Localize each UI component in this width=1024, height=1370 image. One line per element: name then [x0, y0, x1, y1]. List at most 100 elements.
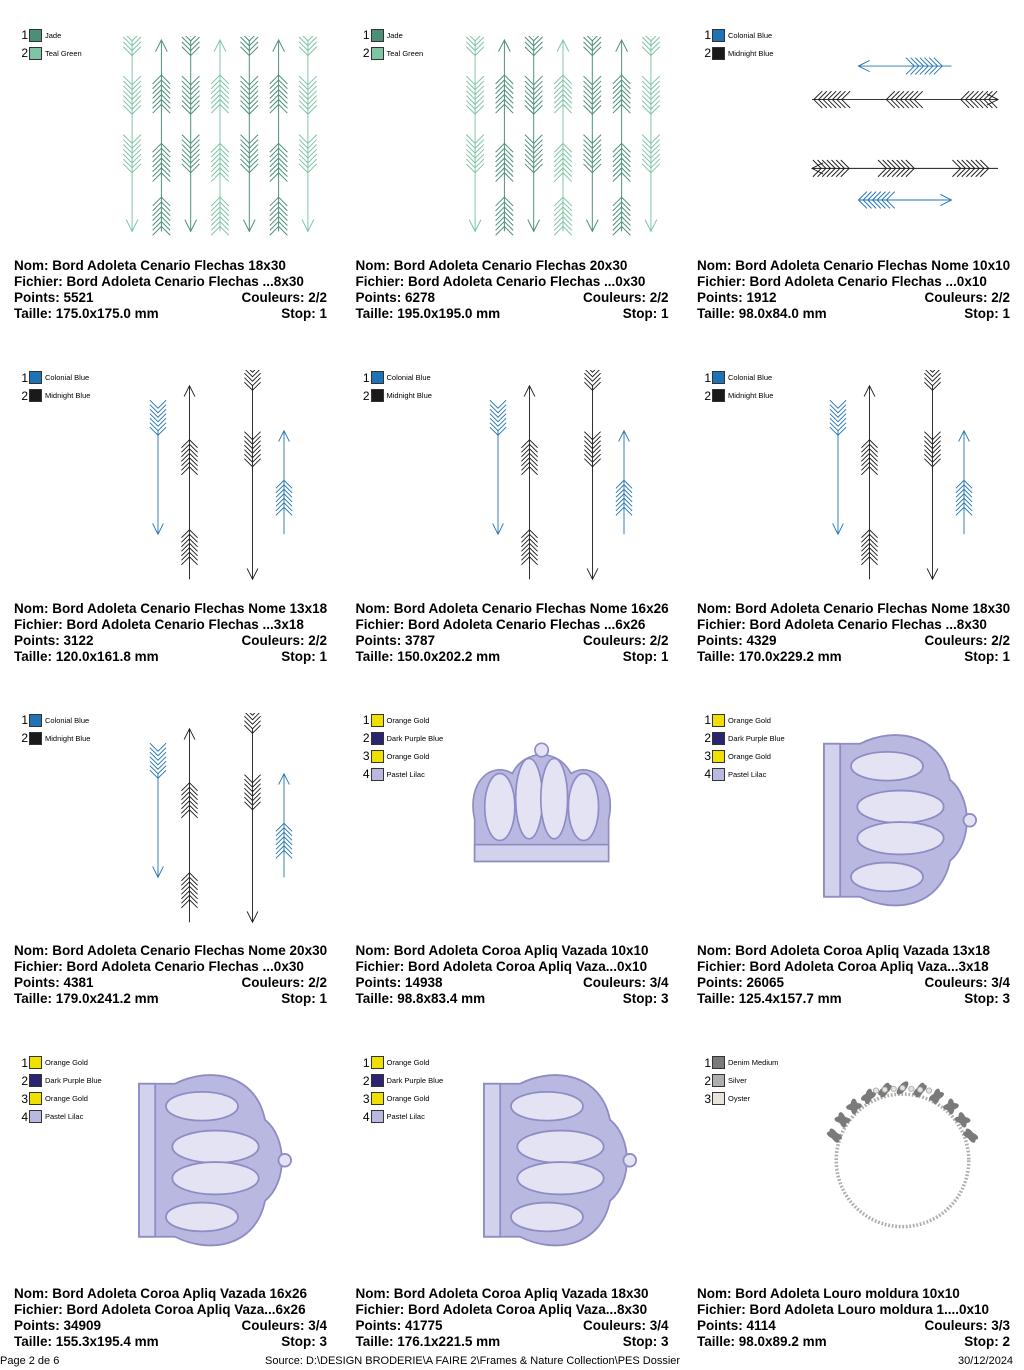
thread-index: 3	[362, 749, 370, 763]
print-date: 30/12/2024	[958, 1355, 1014, 1367]
thread-color-name: Dark Purple Blue	[386, 733, 444, 743]
thread-color-name: Colonial Blue	[45, 715, 90, 725]
thread-index: 2	[21, 1073, 28, 1088]
thread-color-name: Orange Gold	[45, 1058, 88, 1067]
thread-color-name: Dark Purple Blue	[45, 1076, 102, 1085]
stop-value: 1	[660, 648, 669, 664]
taille-value: 98.8x83.4 mm	[397, 991, 486, 1006]
fichier-value: Bord Adoleta Louro moldura 1....0x10	[749, 1301, 990, 1317]
fichier-label: Fichier:	[697, 959, 750, 974]
thread-color-name: Midnight Blue	[728, 391, 774, 400]
fichier-value: Bord Adoleta Cenario Flechas ...0x30	[66, 959, 304, 974]
nom-value: Bord Adoleta Cenario Flechas Nome 13x18	[52, 600, 328, 616]
nom-label: Nom:	[355, 943, 394, 958]
couleurs-value: 2/2	[308, 632, 327, 648]
color-swatch	[712, 46, 725, 60]
color-swatch	[29, 713, 42, 727]
stop-label: Stop:	[622, 1333, 661, 1349]
color-swatch	[370, 1092, 384, 1105]
points-label: Points:	[697, 290, 747, 305]
thread-color-name: Midnight Blue	[386, 391, 432, 400]
color-swatch	[29, 371, 42, 384]
fichier-label: Fichier:	[14, 274, 67, 289]
stop-label: Stop:	[281, 1333, 320, 1349]
source-path: Source: D:\DESIGN BRODERIE\A FAIRE 2\Fra…	[265, 1355, 681, 1367]
color-swatch	[370, 46, 384, 60]
thread-index: 1	[21, 1055, 28, 1070]
fichier-label: Fichier:	[355, 1301, 409, 1317]
thread-color-name: Denim Medium	[728, 1058, 779, 1067]
fichier-value: Bord Adoleta Coroa Apliq Vaza...0x10	[408, 959, 648, 974]
color-swatch	[370, 1110, 384, 1123]
color-swatch	[29, 1092, 42, 1105]
design-file: Fichier: Bord Adoleta Coroa Apliq Vaza..…	[697, 959, 1024, 975]
taille-label: Taille:	[14, 648, 56, 664]
design-info: Nom: Bord Adoleta Coroa Apliq Vazada 13x…	[697, 943, 1024, 1007]
points-label: Points:	[14, 975, 64, 990]
nom-value: Bord Adoleta Cenario Flechas 18x30	[52, 258, 286, 273]
nom-value: Bord Adoleta Cenario Flechas 20x30	[393, 258, 628, 273]
thread-index: 2	[362, 388, 370, 403]
thread-index: 1	[21, 713, 28, 727]
thread-color-row: 2 Dark Purple Blue	[18, 1072, 102, 1090]
couleurs-label: Couleurs:	[582, 975, 650, 990]
stop-label: Stop:	[622, 648, 661, 664]
color-swatch	[712, 749, 725, 763]
points-value: 4114	[746, 1317, 776, 1333]
color-swatch	[712, 1074, 725, 1087]
design-file: Fichier: Bord Adoleta Cenario Flechas ..…	[356, 617, 683, 633]
thread-index: 1	[21, 28, 28, 42]
nom-label: Nom:	[355, 258, 394, 273]
thread-index: 2	[362, 46, 370, 60]
nom-label: Nom:	[355, 600, 394, 616]
embroidery-preview	[149, 370, 293, 581]
points-value: 4381	[63, 975, 94, 990]
design-info: Nom: Bord Adoleta Coroa Apliq Vazada 10x…	[356, 943, 683, 1007]
points-label: Points:	[14, 1317, 64, 1333]
taille-label: Taille:	[697, 306, 739, 321]
taille-value: 179.0x241.2 mm	[55, 991, 159, 1006]
couleurs-value: 3/3	[991, 1317, 1010, 1333]
thread-color-row: 2 Midnight Blue	[360, 387, 432, 405]
thread-index: 1	[704, 370, 711, 385]
thread-color-name: Pastel Lilac	[45, 1112, 84, 1121]
thread-color-name: Dark Purple Blue	[728, 733, 785, 743]
design-info: Nom: Bord Adoleta Cenario Flechas Nome 1…	[14, 601, 341, 665]
points-value: 5521	[63, 290, 94, 305]
design-info: Nom: Bord Adoleta Cenario Flechas Nome 2…	[14, 943, 341, 1007]
design-file: Fichier: Bord Adoleta Coroa Apliq Vaza..…	[356, 959, 683, 975]
points-label: Points:	[355, 975, 405, 990]
embroidery-preview	[138, 1074, 292, 1247]
couleurs-value: 2/2	[991, 632, 1010, 648]
stop-label: Stop:	[281, 306, 320, 321]
thread-index: 1	[362, 713, 370, 727]
couleurs-value: 3/4	[649, 975, 669, 990]
page-footer: Page 2 de 6 Source: D:\DESIGN BRODERIE\A…	[0, 1354, 1024, 1370]
thread-index: 1	[704, 713, 711, 727]
nom-label: Nom:	[697, 943, 736, 958]
couleurs-label: Couleurs:	[241, 632, 309, 648]
